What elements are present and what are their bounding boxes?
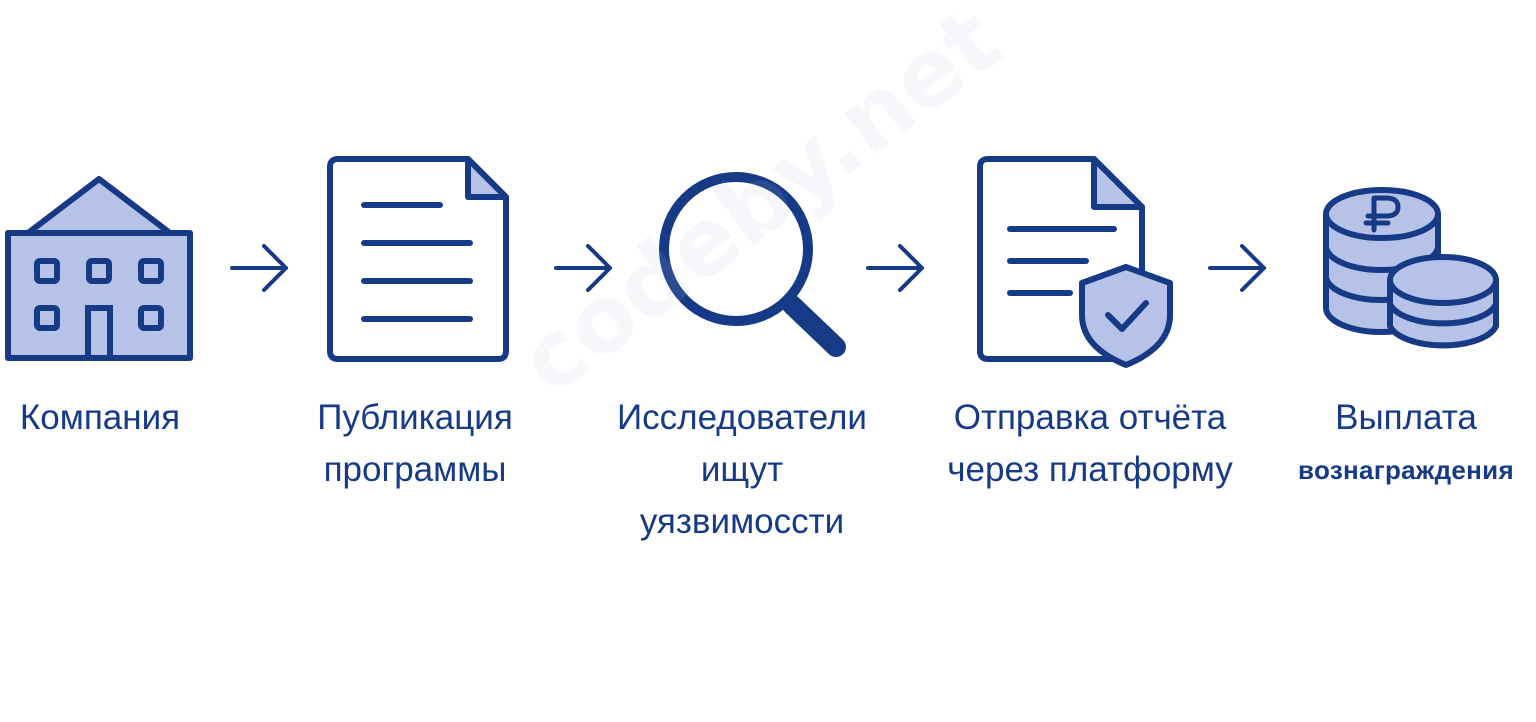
building-icon [5,176,193,361]
step-label-payout: Выплата вознаграждения [1280,392,1532,496]
arrow-right-icon [1208,244,1266,292]
step-label-report: Отправка отчёта через платформу [925,392,1255,496]
step-label-line: вознаграждения [1298,455,1514,485]
arrow-right-icon [230,244,288,292]
step-label-company: Компания [0,392,200,444]
step-label-line: Отправка отчёта [953,398,1227,437]
step-label-line: Публикация [317,398,513,437]
step-label-line: уязвимоссти [639,502,845,541]
document-icon [327,156,509,362]
step-label-line: через платформу [947,450,1233,489]
step-label-line: ищут [700,450,784,489]
arrow-right-icon [554,244,612,292]
secure-document-icon [977,156,1173,368]
step-label-line: Компания [19,398,181,437]
step-label-line: программы [323,450,507,489]
step-label-line: Выплата [1335,398,1477,437]
step-label-researchers: Исследователи ищут уязвимоссти [596,392,888,548]
magnifier-icon [659,172,846,357]
step-label-line: Исследователи [617,398,867,437]
arrow-right-icon [866,244,924,292]
step-label-publication: Публикация программы [300,392,530,496]
ruble-coins-icon [1323,187,1499,349]
